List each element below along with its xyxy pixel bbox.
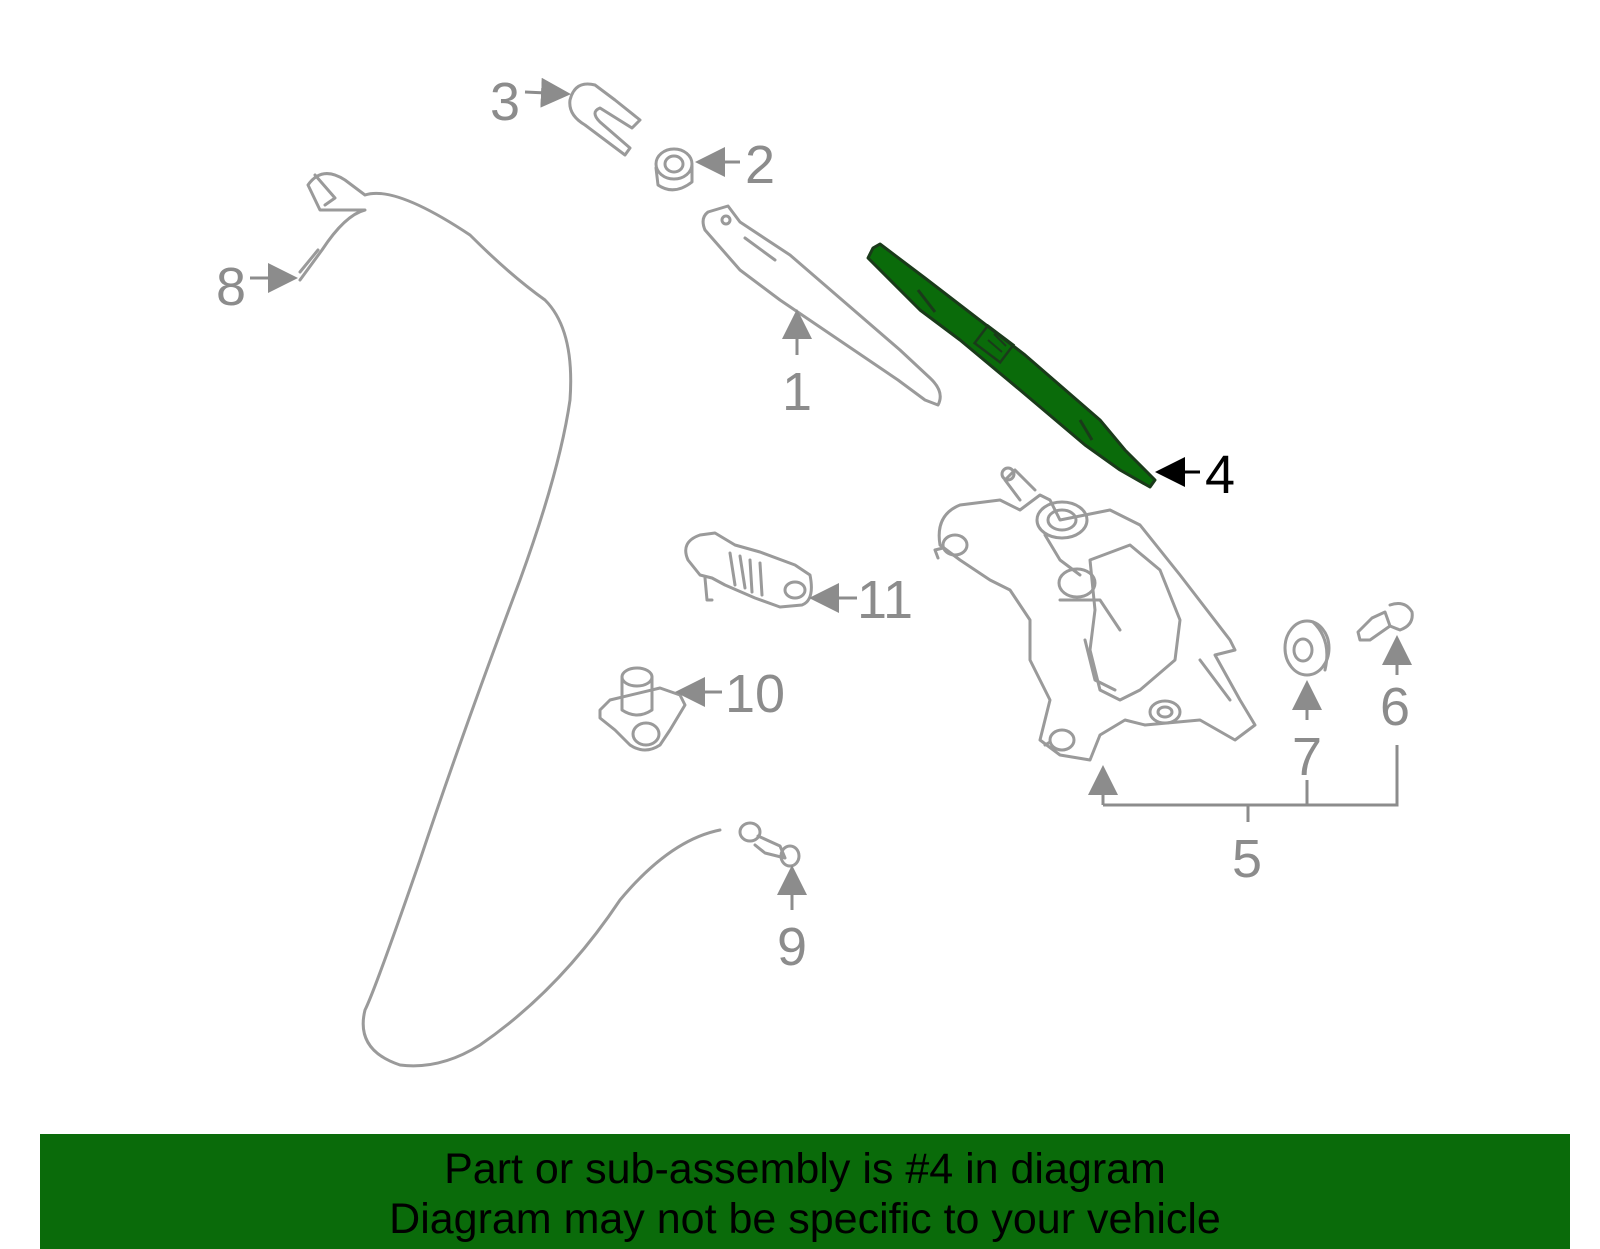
callout-7: 7 xyxy=(1292,727,1322,787)
grommet-part-7[interactable] xyxy=(1283,619,1331,677)
wiper-blade-part-4[interactable] xyxy=(866,242,1157,489)
washer-hose-part-8[interactable] xyxy=(298,172,722,1068)
wiper-motor-part-5[interactable] xyxy=(933,466,1257,762)
hose-connector-part-9[interactable] xyxy=(738,821,801,868)
wiper-arm-part-1[interactable] xyxy=(701,204,942,407)
washer-nozzle-part-10[interactable] xyxy=(598,666,687,752)
banner-line-2: Diagram may not be specific to your vehi… xyxy=(389,1195,1221,1243)
callout-6: 6 xyxy=(1380,677,1410,737)
banner-line-1: Part or sub-assembly is #4 in diagram xyxy=(444,1145,1166,1193)
nozzle-connector-part-11[interactable] xyxy=(684,531,813,609)
bolt-part-6[interactable] xyxy=(1356,602,1414,642)
callout-8: 8 xyxy=(216,257,246,317)
bracket-5 xyxy=(1103,745,1399,822)
arrow-3 xyxy=(524,77,571,108)
callout-10: 10 xyxy=(725,664,785,724)
leader-arrows xyxy=(250,77,1412,910)
wiper-cap-part-3[interactable] xyxy=(568,82,642,157)
callout-1: 1 xyxy=(782,362,812,422)
callout-4: 4 xyxy=(1205,445,1235,505)
callout-3: 3 xyxy=(490,72,520,132)
callout-9: 9 xyxy=(777,917,807,977)
info-banner: Part or sub-assembly is #4 in diagram Di… xyxy=(40,1134,1570,1249)
nut-part-2[interactable] xyxy=(654,147,694,192)
callout-labels: 3 2 8 1 4 11 10 6 7 5 9 xyxy=(216,72,1410,977)
callout-5: 5 xyxy=(1232,829,1262,889)
callout-11: 11 xyxy=(857,570,913,630)
callout-2: 2 xyxy=(745,135,775,195)
